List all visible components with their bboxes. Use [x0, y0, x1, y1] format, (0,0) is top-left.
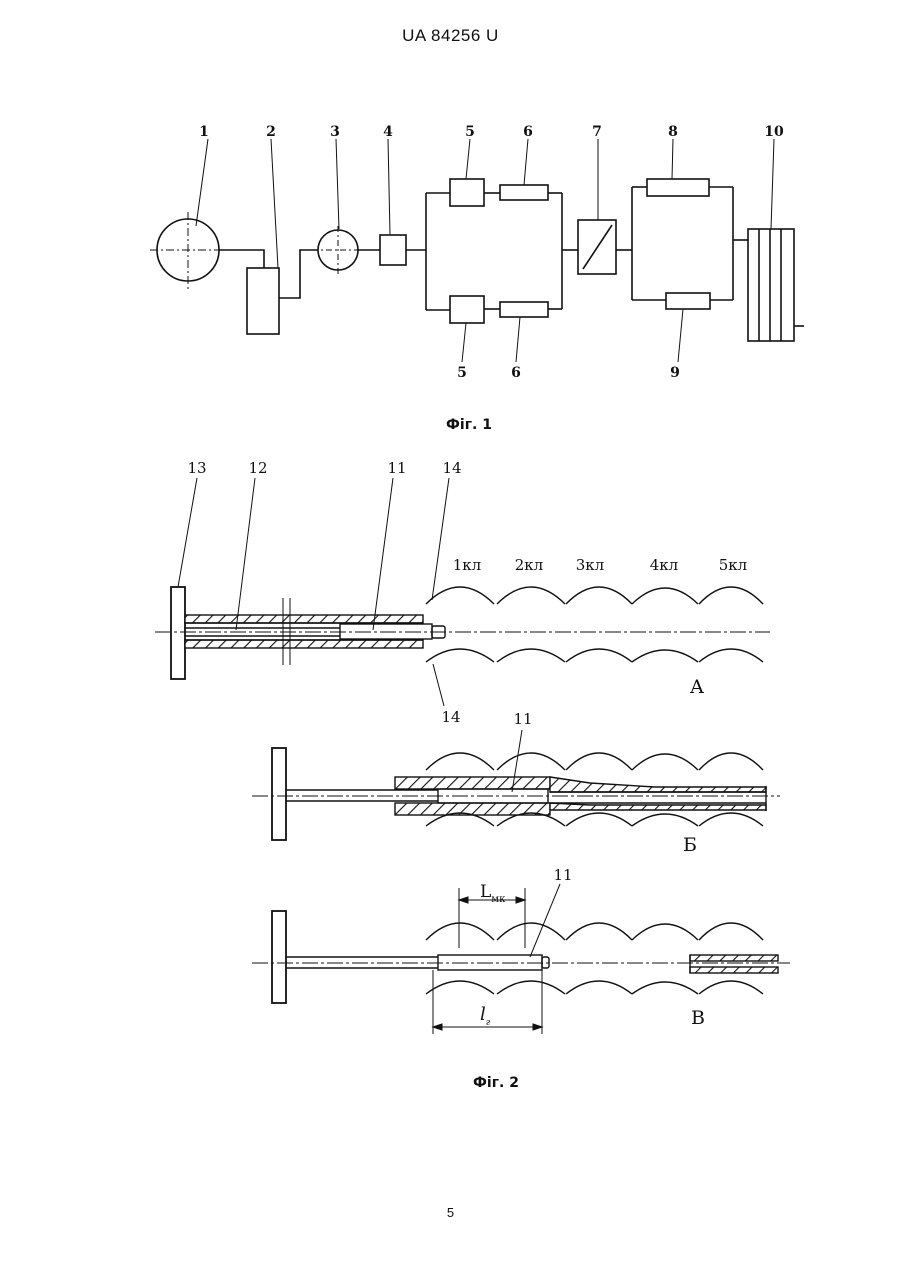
tube-wall-top-a	[185, 615, 423, 623]
ref-14-top: 14	[442, 459, 461, 477]
ref-11-v: 11	[553, 866, 572, 884]
view-label-a: А	[690, 676, 705, 698]
page-number: 5	[0, 1205, 901, 1220]
ref-11-b: 11	[513, 710, 532, 728]
stand-1: 1кл	[453, 556, 481, 574]
thrust-plate-v	[272, 911, 286, 1003]
ref-11-a: 11	[387, 459, 406, 477]
stand-3: 3кл	[576, 556, 604, 574]
dim-lg: lг	[480, 1004, 491, 1028]
stand-5: 5кл	[719, 556, 747, 574]
view-label-v: В	[691, 1007, 705, 1029]
figure-2-caption: Фіг. 2	[396, 1075, 596, 1091]
dim-lmk: Lмк	[480, 882, 506, 905]
figure-2-diagram: 13 12 11 14 14 1кл 2кл 3кл 4кл 5кл А	[0, 0, 901, 1060]
view-label-b: Б	[683, 834, 697, 856]
tube-wall-bottom-a	[185, 640, 423, 648]
tube-remnant-v	[690, 955, 778, 961]
tube-wall-top-b	[395, 777, 550, 789]
ref-14-bottom: 14	[441, 708, 460, 726]
ref-13: 13	[187, 459, 206, 477]
ref-12: 12	[248, 459, 267, 477]
stand-2: 2кл	[515, 556, 543, 574]
stand-4: 4кл	[650, 556, 678, 574]
thrust-plate-13	[171, 587, 185, 679]
thrust-plate-b	[272, 748, 286, 840]
